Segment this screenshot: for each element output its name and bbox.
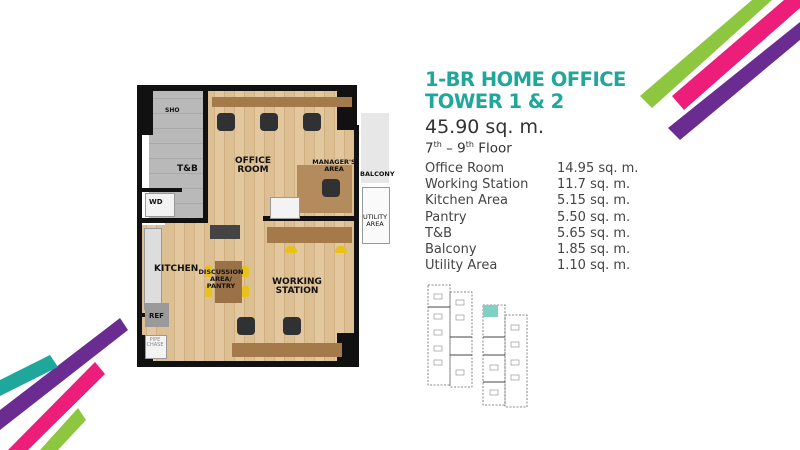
title-line-2: TOWER 1 & 2: [425, 90, 564, 113]
key-plan: [427, 284, 528, 408]
label-utility-area: UTILITY AREA: [362, 213, 388, 228]
label-pipe-chase: PIPE CHASE: [146, 337, 164, 349]
title-line-1: 1-BR HOME OFFICE: [425, 68, 626, 91]
label-tb: T&B: [177, 164, 198, 174]
label-office-room: OFFICE ROOM: [234, 156, 272, 176]
highlighted-unit: [483, 305, 498, 317]
stripe-purple-bottom: [0, 318, 128, 430]
label-discussion-area: DISCUSSION AREA/ PANTRY: [198, 268, 244, 290]
label-wd: WD: [149, 198, 163, 206]
label-managers-area: MANAGER'S AREA: [312, 158, 356, 173]
stripe-pink-top: [672, 0, 800, 110]
stripe-teal-bottom: [0, 355, 58, 396]
label-ref: REF: [149, 312, 164, 320]
stripe-purple-top: [668, 22, 800, 140]
stripe-green-top: [640, 0, 772, 108]
floor-range: 7th – 9th Floor: [425, 140, 512, 157]
label-balcony: BALCONY: [360, 170, 395, 178]
label-kitchen: KITCHEN: [154, 264, 199, 274]
total-area: 45.90 sq. m.: [425, 116, 545, 138]
label-working-station: WORKING STATION: [272, 277, 322, 297]
stripe-green-bottom: [40, 408, 86, 450]
unit-title: 1-BR HOME OFFICE TOWER 1 & 2: [425, 69, 626, 113]
stripe-pink-bottom: [8, 362, 105, 450]
floor-plan: SHO T&B WD OFFICE ROOM MANAGER'S AREA BA…: [137, 85, 395, 367]
label-sho: SHO: [165, 107, 180, 114]
